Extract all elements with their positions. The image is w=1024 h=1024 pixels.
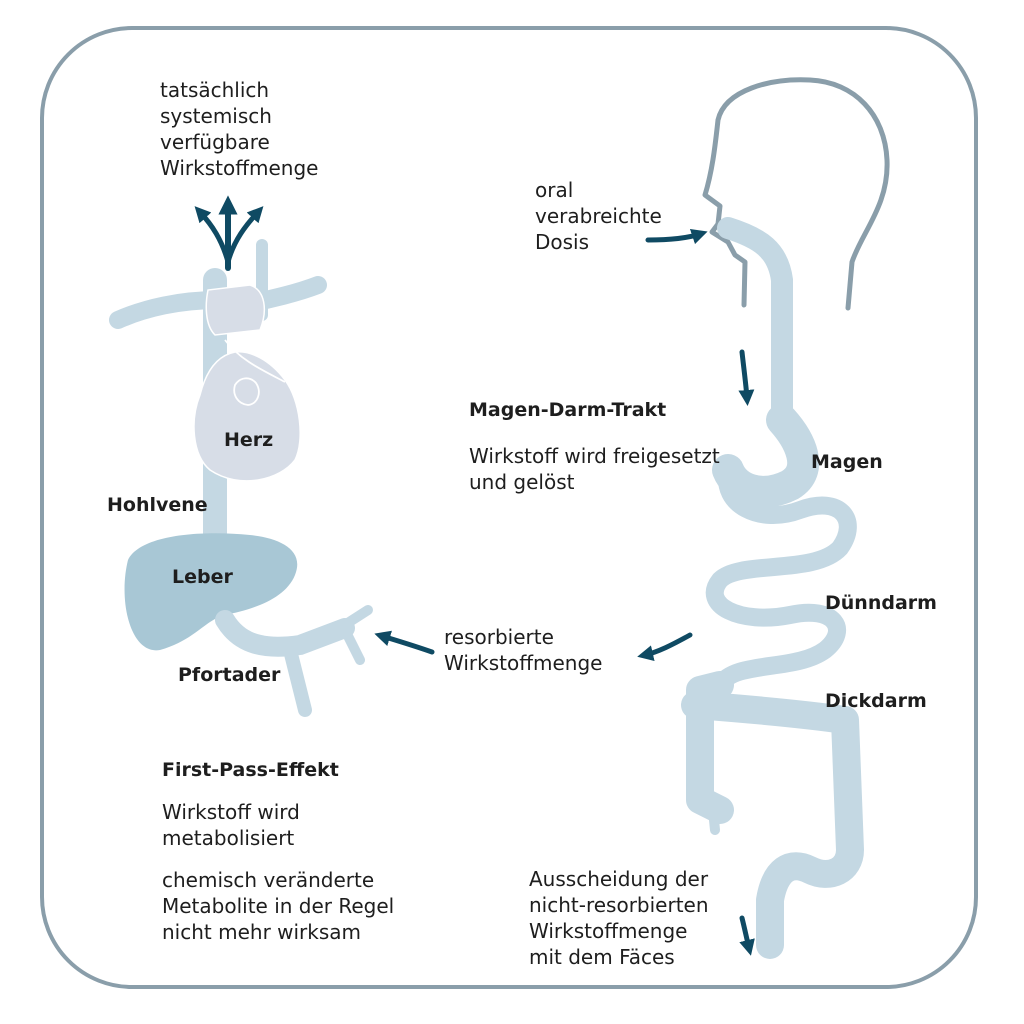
esophagus — [717, 217, 793, 431]
rounded-frame — [40, 26, 978, 989]
arrow-oral — [645, 228, 708, 245]
label-dickdarm: Dickdarm — [825, 690, 927, 712]
head-outline — [702, 77, 890, 311]
stomach — [712, 404, 820, 508]
arrow-systemic-left — [194, 206, 231, 265]
heart-detail — [233, 377, 260, 406]
arrow-resorbed — [637, 632, 693, 661]
pfortader-vessel — [215, 610, 355, 657]
pfortader-branch-3 — [283, 643, 312, 717]
label-magen: Magen — [811, 451, 883, 473]
pfortader-branch-1 — [335, 605, 373, 633]
label-gi-desc: Wirkstoff wird freigesetzt und gelöst — [469, 444, 720, 494]
arrow-down-esophagus — [738, 349, 755, 406]
label-systemic: tatsächlich systemisch verfügbare Wirkst… — [160, 78, 319, 180]
label-fpe-desc1: Wirkstoff wird metabolisiert — [162, 800, 300, 850]
label-gi-title: Magen-Darm-Trakt — [469, 399, 667, 421]
label-duenndarm: Dünndarm — [825, 592, 937, 614]
arrow-to-portal — [374, 630, 435, 655]
label-fpe-desc2: chemisch veränderte Metabolite in der Re… — [162, 868, 395, 944]
heart-detail-2 — [224, 339, 286, 383]
label-resorbed: resorbierte Wirkstoffmenge — [444, 625, 603, 675]
label-oral-dose: oral verabreichte Dosis — [535, 178, 662, 254]
label-hohlvene: Hohlvene — [107, 494, 208, 516]
label-excretion: Ausscheidung der nicht-resorbierten Wirk… — [529, 867, 709, 969]
liver-shape — [124, 533, 298, 651]
small-intestine — [705, 461, 857, 694]
arrow-excretion — [739, 915, 755, 956]
pfortader-branch-2 — [340, 625, 365, 665]
appendix — [707, 795, 720, 835]
label-leber: Leber — [172, 566, 233, 588]
label-pfortader: Pfortader — [178, 664, 281, 686]
label-fpe-title: First-Pass-Effekt — [162, 759, 339, 781]
heart-top — [205, 284, 266, 336]
arrow-systemic-right — [225, 206, 264, 265]
heart-shape — [193, 351, 301, 482]
label-herz: Herz — [224, 429, 274, 451]
